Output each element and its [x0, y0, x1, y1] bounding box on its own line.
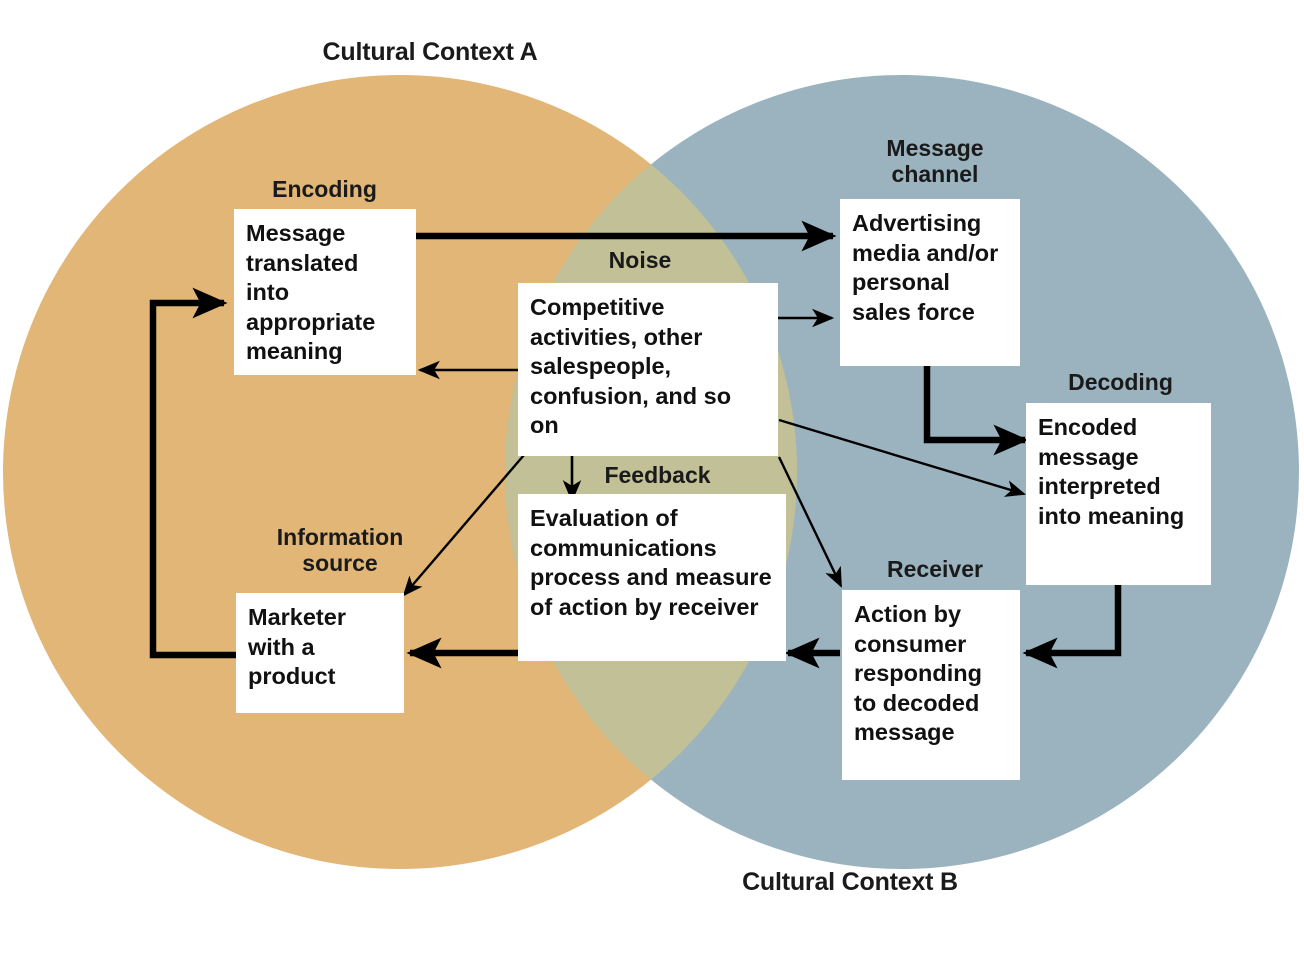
box-message-channel: Advertising media and/or personal sales …	[840, 199, 1020, 366]
box-noise: Competitive activities, other salespeopl…	[518, 283, 778, 456]
arrow-channel-to-decoding	[923, 365, 1029, 456]
arrow-noise-to-decoding	[778, 418, 1026, 497]
caption-feedback: Feedback	[604, 462, 711, 488]
caption-encoding: Encoding	[272, 176, 377, 202]
box-information-source: Marketer with a product	[236, 593, 404, 713]
caption-receiver: Receiver	[887, 556, 983, 582]
overlap-region	[505, 75, 797, 869]
arrow-noise-to-marketer	[402, 454, 525, 597]
arrow-marketer-to-encoding	[149, 287, 238, 659]
context-a-title: Cultural Context A	[322, 38, 538, 66]
context-b-title: Cultural Context B	[742, 868, 958, 896]
arrow-noise-to-receiver	[777, 456, 843, 588]
caption-noise: Noise	[608, 247, 672, 273]
caption-decoding: Decoding	[1068, 369, 1173, 395]
box-encoding: Message translated into appropriate mean…	[234, 209, 416, 375]
box-feedback: Evaluation of communications process and…	[518, 494, 786, 661]
box-decoding: Encoded message interpreted into meaning	[1026, 403, 1211, 585]
arrow-decoding-to-receiver	[1022, 585, 1122, 669]
caption-message-channel: Message channel	[886, 135, 984, 187]
caption-information-source: Information source	[276, 524, 404, 576]
box-receiver: Action by consumer responding to decoded…	[842, 590, 1020, 780]
